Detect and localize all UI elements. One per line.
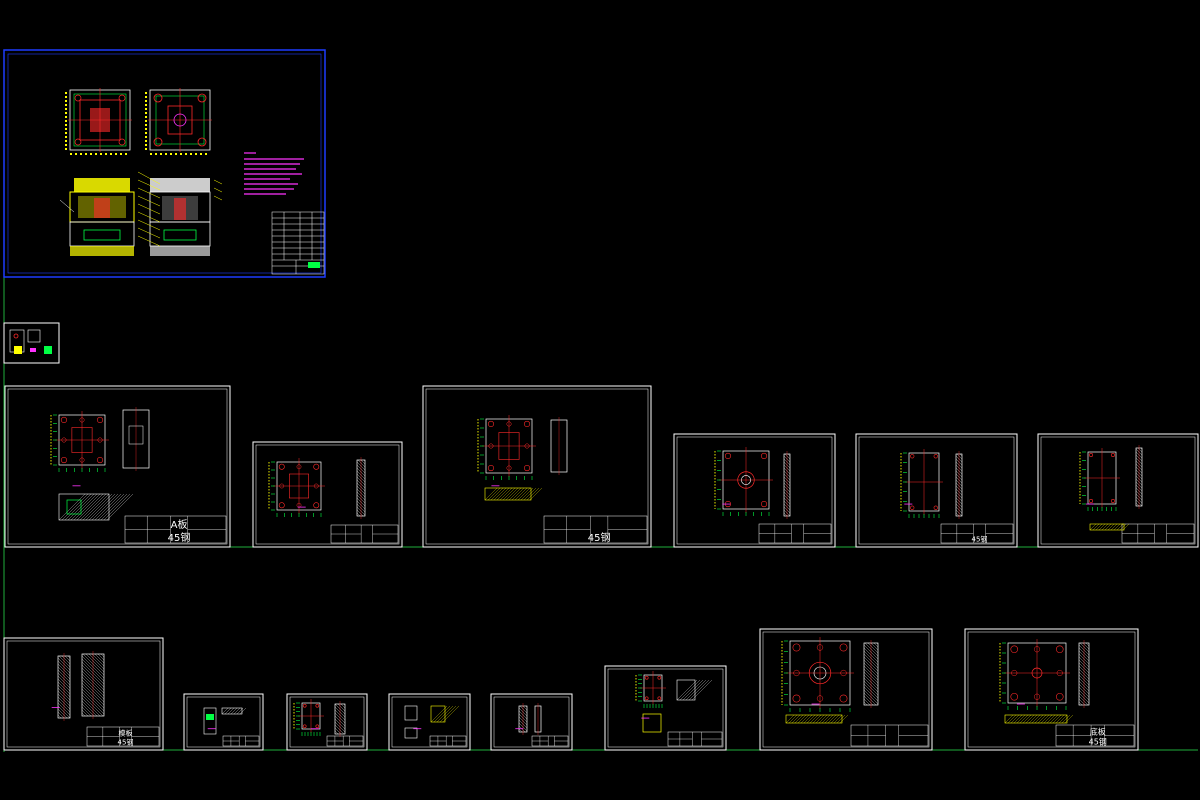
drawing-sheet-b[interactable] [252,441,403,548]
title-block-material: 45钢 [168,531,191,544]
assembly-section-view-right [137,171,223,256]
technical-notes [244,152,304,195]
drawing-sheet-j[interactable] [388,693,471,751]
drawing-sheet-l[interactable] [604,665,727,751]
title-block-part-name: 模板 [119,729,133,738]
assembly-plan-view-right [145,88,212,155]
title-block-part-name: A板 [171,518,188,531]
drawing-sheet-c[interactable]: 45钢 [422,385,652,548]
title-block-part-name: 底板 [1090,726,1106,736]
drawing-sheet-d[interactable] [673,433,836,548]
drawing-sheet-i[interactable] [286,693,368,751]
drawing-sheet-k[interactable] [490,693,573,751]
title-block-material: 45钢 [1089,736,1107,746]
drawing-sheet-f[interactable] [1037,433,1199,548]
preview-sheet[interactable] [3,322,60,364]
title-block-material: 45钢 [972,534,988,543]
title-block-material: 45钢 [118,737,134,746]
drawing-sheet-h[interactable] [183,693,264,751]
drawing-sheet-e[interactable]: 45钢 [855,433,1018,548]
title-block-material: 45钢 [588,531,611,544]
assembly-sheet[interactable] [3,49,326,278]
assembly-section-view-left [59,178,135,256]
parts-list-table [271,211,325,275]
drawing-sheet-m[interactable] [759,628,933,751]
assembly-plan-view-left [65,88,132,155]
